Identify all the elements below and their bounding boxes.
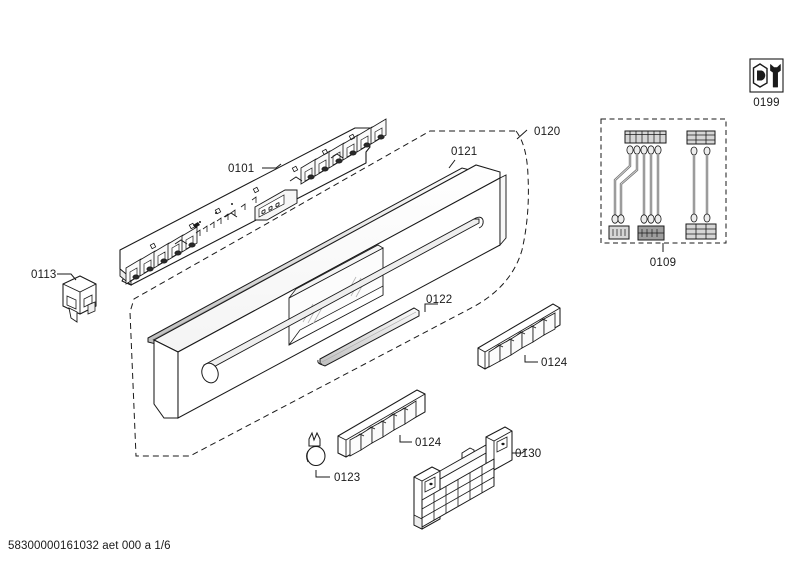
leader-0130	[512, 448, 528, 454]
harness-a-wire-highlight-right	[643, 154, 659, 216]
leader-0123	[315, 470, 330, 478]
bracket-leg	[68, 307, 78, 323]
bracket-post-right-hole	[501, 442, 505, 446]
pcb-mount-pads	[149, 133, 356, 250]
button-strip-lower: 0124	[337, 389, 442, 458]
pcb-button-cluster-left	[125, 226, 198, 285]
harness-b	[685, 130, 717, 240]
connector-bottom-a1	[608, 225, 630, 240]
label-0130: 0130	[515, 448, 541, 460]
label-0101: 0101	[228, 163, 254, 175]
leader-0122	[424, 303, 438, 312]
door-panel-body	[152, 164, 507, 419]
pcb-button-cluster-right	[300, 118, 387, 185]
button-strip-right: 0124	[477, 303, 568, 370]
bracket-web-ribs	[421, 466, 495, 520]
handle-strip-highlight	[321, 311, 417, 363]
harness-b-wires	[692, 155, 709, 215]
handle-strip: 0122	[317, 294, 452, 367]
leader-0120	[516, 129, 528, 140]
panel-left-end	[153, 339, 179, 419]
strip-lower-segments	[349, 400, 417, 457]
leader-0124-lower	[399, 435, 412, 443]
strip-right-segments	[488, 312, 556, 368]
label-0113: 0113	[31, 269, 57, 281]
bracket-tab	[87, 301, 96, 315]
label-0120: 0120	[534, 126, 560, 138]
bracket-recess-left	[66, 295, 77, 310]
harness-a-wires-left	[613, 154, 639, 216]
label-0199: 0199	[753, 97, 779, 109]
pcb-pin-rows	[195, 196, 257, 236]
label-0122: 0122	[426, 294, 452, 306]
knob-aperture	[201, 362, 219, 384]
panel-window-top-bevel	[288, 244, 384, 299]
connector-top-a	[624, 130, 667, 144]
bracket-top-rail	[439, 444, 487, 480]
label-0124-right: 0124	[541, 357, 568, 369]
connector-top-b-pins	[687, 131, 715, 144]
seven-segment-digits	[261, 202, 280, 215]
harness-a-grommets	[626, 145, 662, 155]
selector-knob: 0123	[306, 431, 360, 484]
leader-0113	[57, 273, 77, 281]
nut-icon	[752, 63, 768, 88]
leader-0121	[448, 159, 456, 169]
drawing-footer-code: 58300000161032 aet 000 a 1/6	[8, 540, 171, 552]
harness-b-grommet-2	[703, 146, 711, 156]
knob-side-profile	[306, 450, 309, 463]
pcb-display-module	[254, 189, 298, 221]
label-0123: 0123	[334, 472, 360, 484]
harness-a	[608, 130, 667, 241]
harness-a-wire-highlight-left	[614, 154, 638, 216]
connector-bottom-b-pins	[686, 224, 716, 239]
label-0109: 0109	[650, 257, 676, 269]
harness-b-grommet-1	[690, 146, 698, 156]
knob-clip	[308, 431, 321, 447]
connector-top-a-pins	[625, 131, 666, 143]
harness-b-grommet-3	[690, 213, 698, 223]
connector-bottom-b	[685, 223, 717, 240]
harness-b-grommet-4	[703, 213, 711, 223]
nut-inner-icon	[757, 70, 766, 81]
leader-0124-right	[524, 355, 538, 363]
label-0121: 0121	[451, 146, 477, 158]
strip-right-tabs	[494, 318, 548, 349]
knob-body	[306, 445, 326, 467]
service-tool-icon-group: 0199	[749, 58, 784, 109]
ribbed-support-bracket: 0130	[413, 426, 541, 530]
harness-a-grommets-lower	[611, 214, 662, 224]
handle-strip-end-cap	[317, 359, 323, 365]
panel-rod-hook	[473, 216, 484, 229]
harness-b-wire-highlight	[693, 155, 708, 215]
panel-window-bottom-bevel	[288, 285, 384, 346]
connector-bottom-a2-pins	[638, 229, 664, 237]
door-assembly-boundary	[129, 130, 529, 457]
bracket-post-left-hole	[429, 482, 433, 486]
harness-group: 0109	[600, 118, 727, 269]
wrench-icon	[770, 64, 781, 88]
pcb-notches	[174, 153, 344, 245]
connector-top-b	[686, 130, 716, 145]
connector-bottom-a1-pins	[612, 229, 626, 236]
strip-lower-tabs	[355, 407, 409, 438]
label-0124-lower: 0124	[415, 437, 442, 449]
harness-group-boundary	[600, 118, 727, 244]
leader-0101	[262, 163, 282, 169]
mounting-bracket: 0113	[31, 269, 97, 323]
control-pcb: 0101	[119, 118, 387, 286]
bracket-foot	[413, 514, 423, 530]
panel-right-end	[499, 174, 507, 247]
